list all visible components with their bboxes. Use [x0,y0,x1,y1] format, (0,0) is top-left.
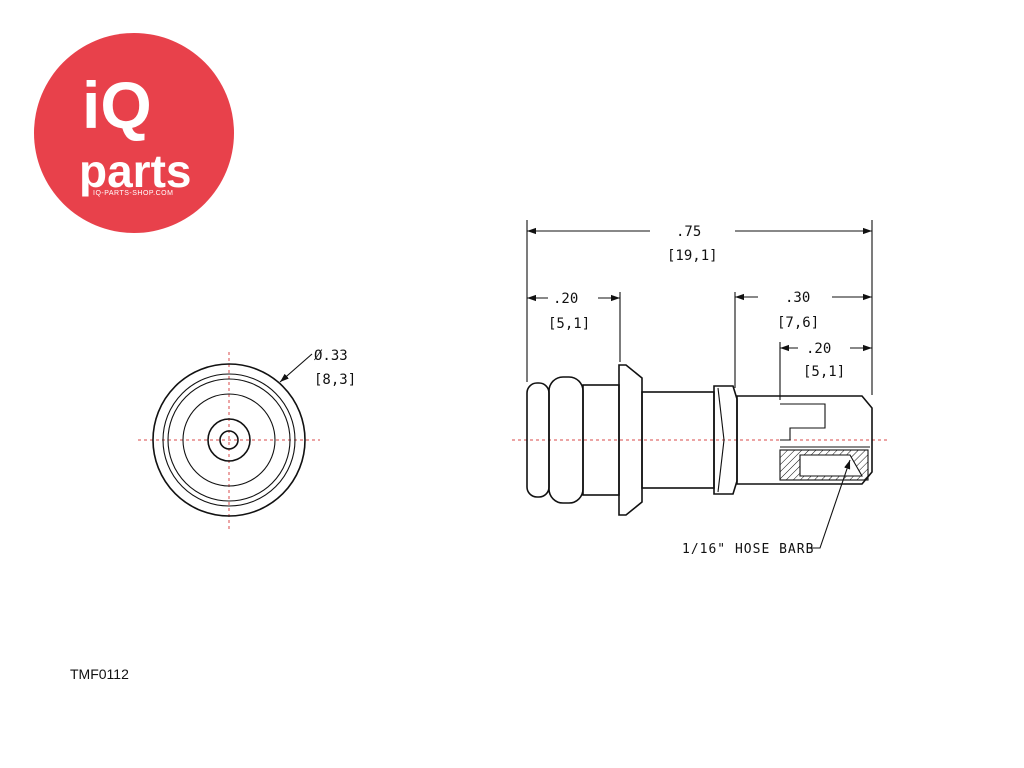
side-view: .75 [19,1] .20 [5,1] .30 [7,6] .20 [5,1] [512,220,888,557]
end-view-outer-circle [152,363,306,517]
brand-logo: iQ parts IQ-PARTS-SHOP.COM [34,33,234,233]
end-view-diameter-mm: [8,3] [314,372,356,388]
hose-barb-leader [808,459,851,549]
dim-overall-mm: [19,1] [667,248,718,264]
end-view-ring-4 [182,393,276,487]
flange [618,364,643,516]
barb-cutaway-upper [780,403,826,441]
dim-overall-in: .75 [676,224,701,240]
dim-right-in: .30 [785,290,810,306]
end-view-ring-3 [167,378,291,502]
dim-barb-in: .20 [806,341,831,357]
end-view: Ø.33 [8,3] [138,348,356,530]
dim-barb-mm: [5,1] [803,364,845,380]
logo-website: IQ-PARTS-SHOP.COM [93,190,173,197]
end-view-bore [219,430,239,450]
logo-circle [34,33,234,233]
barb-body [736,395,873,485]
body-section [582,384,620,496]
hex-line-a [717,387,725,441]
dim-right-mm: [7,6] [777,315,819,331]
end-view-diameter-in: Ø.33 [314,348,348,364]
hex-line-b [717,439,725,493]
end-view-ring-2 [162,373,296,507]
dim-left-in: .20 [553,291,578,307]
hose-barb-label: 1/16" HOSE BARB [682,542,814,557]
part-code: TMF0112 [70,666,129,682]
logo-line1: iQ [82,68,152,142]
dim-left-mm: [5,1] [548,316,590,332]
logo-line2: parts [79,145,191,197]
end-view-ring-5 [207,418,251,462]
end-view-leader [279,353,313,383]
